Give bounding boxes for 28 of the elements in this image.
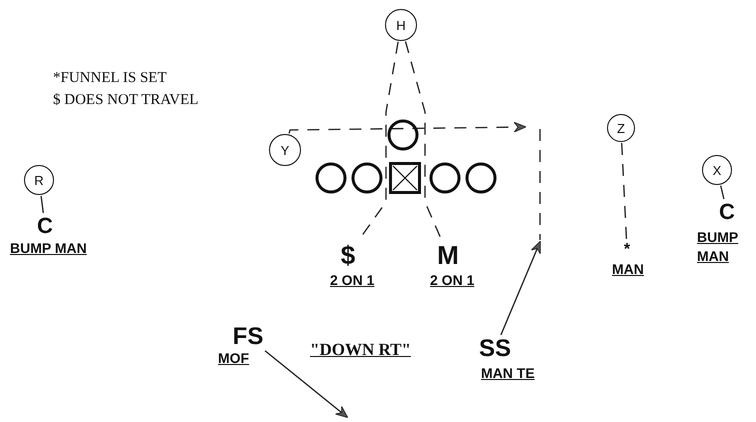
defender-label: SS [479, 337, 512, 361]
defender-label: C [37, 215, 53, 237]
coaching-note: $ DOES NOT TRAVEL [53, 92, 198, 109]
player-circle: X [702, 155, 732, 185]
assignment-label: MOF [218, 351, 250, 365]
assignment-label: BUMP MAN [10, 241, 87, 255]
route-arrow [264, 350, 348, 418]
assignment-label: BUMP MAN [697, 228, 740, 266]
defender-label: FS [232, 325, 264, 349]
route-arrow [288, 122, 526, 134]
defender-label: $ [340, 242, 356, 268]
assignment-label: 2 ON 1 [430, 273, 474, 287]
route-line [720, 185, 725, 200]
player-circle: Y [269, 134, 301, 166]
defender-label: M [437, 242, 459, 268]
assignment-label: MAN TE [481, 366, 535, 380]
player-circle: H [385, 9, 417, 41]
coaching-note: *FUNNEL IS SET [53, 70, 167, 87]
assignment-label: MAN [612, 262, 644, 276]
play-name: "DOWN RT" [310, 340, 411, 360]
player-circle: Z [607, 114, 635, 142]
player-circle: R [24, 165, 54, 195]
defender-label: C [719, 201, 735, 223]
route-line [404, 41, 442, 240]
defender-label: * [624, 242, 630, 258]
assignment-label: 2 ON 1 [330, 273, 374, 287]
route-line [40, 196, 44, 214]
route-arrow [500, 240, 541, 336]
